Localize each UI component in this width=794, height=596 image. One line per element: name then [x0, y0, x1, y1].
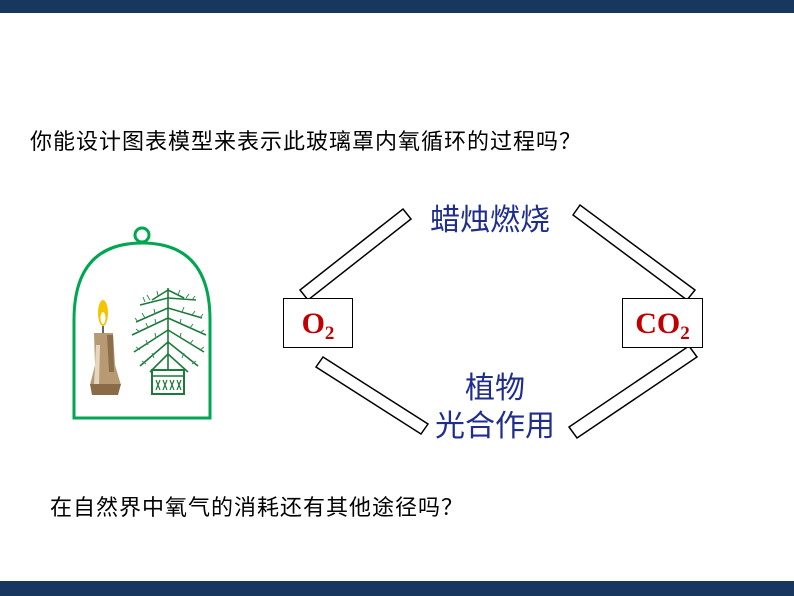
- bottom-border-bar: [0, 581, 794, 596]
- connector-o2-to-burn: [298, 207, 413, 302]
- oxygen-subscript: 2: [324, 323, 335, 344]
- top-border-bar: [0, 0, 794, 13]
- plant-needles: [134, 289, 205, 365]
- question-bottom: 在自然界中氧气的消耗还有其他途径吗？: [50, 496, 465, 521]
- bell-jar-handle: [133, 226, 151, 244]
- bell-jar-illustration: [72, 226, 212, 420]
- carbon-dioxide-subscript: 2: [680, 323, 690, 344]
- cycle-connectors: [298, 203, 699, 440]
- process-photosynthesis-line2: 光合作用: [435, 409, 555, 444]
- flower-pot: [151, 369, 185, 395]
- node-oxygen: O2: [283, 298, 353, 348]
- connector-plant-to-o2: [314, 355, 430, 436]
- node-carbon-dioxide: CO2: [622, 298, 703, 348]
- carbon-dioxide-symbol: CO: [635, 307, 681, 340]
- connector-burn-to-co2: [571, 203, 697, 302]
- candle-illustration: [90, 300, 121, 395]
- process-photosynthesis-line1: 植物: [465, 371, 525, 406]
- bell-jar-outline: [72, 241, 212, 420]
- question-top: 你能设计图表模型来表示此玻璃罩内氧循环的过程吗？: [30, 130, 583, 155]
- process-photosynthesis: 植物 光合作用: [420, 370, 570, 446]
- oxygen-symbol: O: [301, 307, 325, 340]
- process-candle-burning: 蜡烛燃烧: [430, 203, 550, 238]
- connector-co2-to-plant: [567, 344, 699, 440]
- potted-plant-illustration: [131, 288, 207, 373]
